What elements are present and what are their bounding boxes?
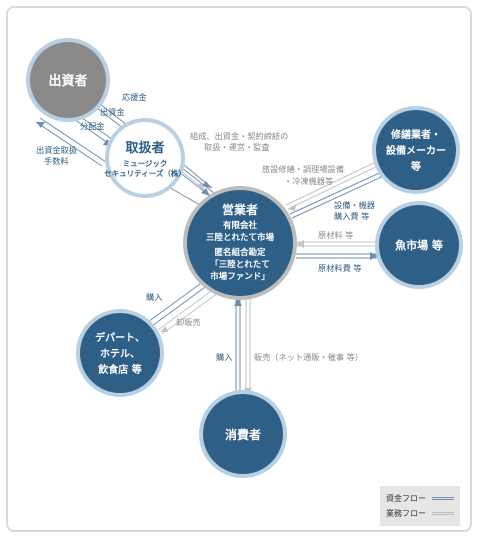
label-distribution: 分配金 [80, 121, 105, 131]
handler-sub1: ミュージック [123, 158, 168, 168]
handler-sub2: セキュリティーズ（株） [104, 168, 186, 178]
operator-line2: 三陸とれたて市場 [206, 232, 275, 243]
label-org-1: 組成、出資金・契約締結の [190, 131, 288, 141]
label-equipment-1: 設備・機器 [334, 200, 375, 210]
line-repair-c [289, 169, 387, 215]
line-repair-b [287, 163, 383, 210]
node-fishmarket: 魚市場 等 [375, 201, 463, 289]
consumer-label: 消費者 [225, 427, 261, 442]
legend-business-label: 業務フロー [386, 509, 426, 518]
label-purchase-consumer: 購入 [216, 352, 232, 362]
repair-line3: 等 [411, 160, 421, 173]
arrow-to-operator-2 [202, 181, 211, 188]
node-investor: 出資者 [26, 38, 110, 122]
arrow-from-consumer [234, 298, 242, 306]
legend-money-label: 資金フロー [386, 494, 426, 503]
node-dept: デパート、 ホテル、 飲食店 等 [76, 309, 164, 397]
line-dept-d [161, 289, 223, 335]
consumer-circle [203, 394, 283, 474]
label-investment: 出資金 [100, 107, 125, 117]
label-purchase-dept: 購入 [146, 292, 162, 302]
legend-business-row: 業務フロー [386, 506, 454, 521]
legend-business-line [432, 512, 454, 515]
line-repair-d [291, 173, 389, 219]
node-handler: 取扱者 ミュージック セキュリティーズ（株） [104, 118, 186, 198]
label-wholesale: 卸販売 [176, 317, 201, 327]
flow-labels: 応援金 出資金 分配金 出資金取扱 手数料 組成、出資金・契約締結の 取扱・運営… [36, 92, 375, 362]
operator-line1: 有限会社 [223, 220, 258, 231]
dept-line1: デパート、 [95, 331, 145, 344]
label-equipment-2: 購入費 等 [334, 211, 369, 221]
operator-title: 営業者 [222, 202, 258, 217]
arrow-from-fish [296, 240, 304, 248]
label-raw-cost: 原材料費 等 [318, 263, 362, 273]
label-org-2: 取扱・運営・監査 [204, 142, 270, 152]
repair-line2: 設備メーカー [386, 144, 446, 157]
label-support: 応援金 [122, 92, 147, 102]
line-repair-a [285, 159, 381, 206]
line-dept-a [147, 277, 209, 323]
label-facility-1: 旅設修繕・調理場設備 [262, 164, 344, 174]
repair-circle [376, 110, 456, 190]
repair-line1: 修繕業者・ [390, 128, 441, 141]
node-consumer: 消費者 [199, 390, 287, 478]
line-investor-fee-a [39, 117, 107, 163]
dept-circle [80, 313, 160, 393]
node-repair: 修繕業者・ 設備メーカー 等 [372, 106, 460, 194]
arrow-to-investor [36, 122, 45, 128]
legend-money-row: 資金フロー [386, 491, 454, 506]
arrow-to-operator-1 [201, 188, 210, 196]
line-dept-c [157, 285, 219, 331]
legend: 資金フロー 業務フロー [380, 486, 460, 526]
label-invest-fee-1: 出資金取扱 [36, 145, 77, 155]
node-operator: 営業者 有限会社 三陸とれたて市場 匿名組合勘定 「三陸とれたて 市場ファンド」 [183, 186, 297, 300]
dept-line2: ホテル、 [100, 348, 140, 360]
handler-title: 取扱者 [125, 140, 164, 156]
investor-label: 出資者 [48, 73, 87, 89]
label-invest-fee-2: 手数料 [44, 156, 69, 166]
line-investor-fee-b [35, 121, 103, 167]
operator-line5: 市場ファンド」 [210, 271, 270, 282]
arrow-from-repair [288, 204, 296, 211]
handler-circle [109, 122, 181, 194]
dept-line3: 飲食店 等 [97, 363, 141, 376]
arrow-to-operator-3 [197, 182, 205, 190]
label-sales: 販売（ネット通販・催事 等） [254, 352, 363, 362]
operator-line4: 「三陸とれたて [210, 259, 270, 270]
operator-circle [187, 190, 293, 296]
arrow-to-dept [160, 326, 168, 332]
label-raw-material: 原材料 等 [318, 230, 353, 240]
legend-money-line [432, 497, 454, 500]
line-dept-b [151, 281, 213, 327]
investor-circle [30, 42, 106, 118]
fishmarket-circle [379, 205, 459, 285]
arrow-to-fish [370, 252, 378, 260]
operator-line3: 匿名組合勘定 [214, 247, 266, 258]
label-facility-2: ・冷凍機器等 [284, 176, 333, 186]
fishmarket-label: 魚市場 等 [395, 238, 443, 252]
